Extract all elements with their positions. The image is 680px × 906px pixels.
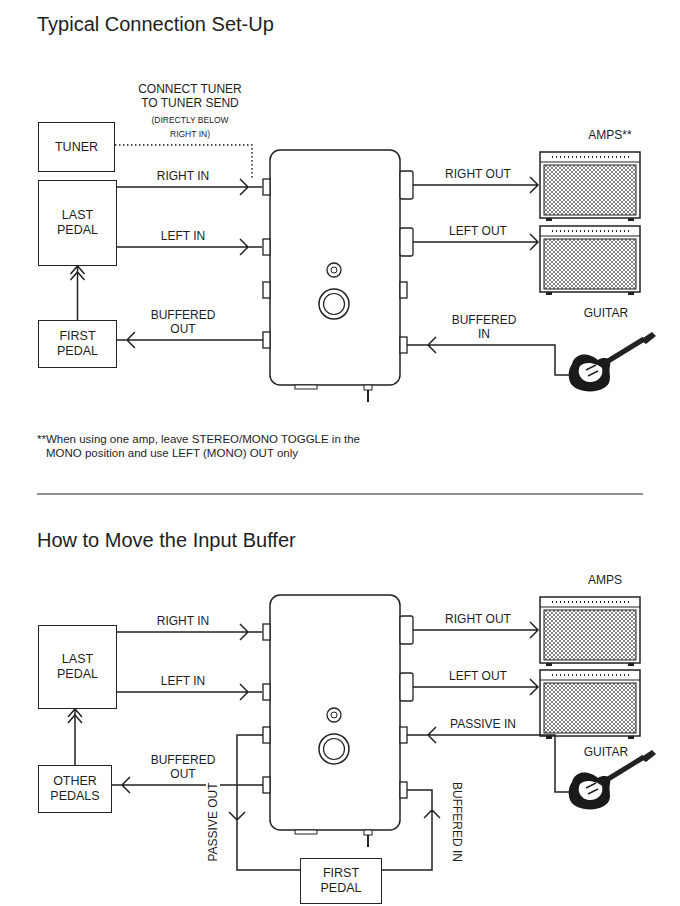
amp bbox=[540, 597, 640, 666]
pedal-unit bbox=[263, 150, 413, 402]
pedal-box: FIRST PEDAL bbox=[300, 858, 382, 904]
box-label: LAST PEDAL bbox=[45, 652, 110, 682]
pedal-box: FIRST PEDAL bbox=[38, 320, 117, 368]
pedal-box: LAST PEDAL bbox=[38, 625, 117, 709]
connector-line bbox=[74, 709, 76, 765]
box-label: FIRST PEDAL bbox=[45, 329, 110, 359]
device-label: AMPS** bbox=[588, 128, 631, 142]
callout-note: CONNECT TUNER TO TUNER SEND bbox=[136, 82, 244, 110]
pedal-box: LAST PEDAL bbox=[38, 180, 117, 266]
footnote: **When using one amp, leave STEREO/MONO … bbox=[37, 432, 376, 460]
signal-label: LEFT IN bbox=[161, 674, 205, 688]
box-label: OTHER PEDALS bbox=[45, 774, 105, 804]
signal-label: BUFFERED IN bbox=[450, 780, 464, 864]
device-label: GUITAR bbox=[584, 745, 628, 759]
signal-label: RIGHT IN bbox=[157, 169, 209, 183]
cables bbox=[115, 145, 570, 375]
box-label: LAST PEDAL bbox=[45, 208, 110, 238]
signal-label: LEFT OUT bbox=[449, 224, 507, 238]
device-label: GUITAR bbox=[584, 306, 628, 320]
signal-label: RIGHT IN bbox=[157, 614, 209, 628]
signal-label: RIGHT OUT bbox=[445, 167, 511, 181]
guitar bbox=[569, 332, 656, 391]
arrowhead bbox=[68, 709, 82, 723]
section-heading: How to Move the Input Buffer bbox=[37, 528, 296, 552]
cable bbox=[407, 727, 570, 792]
arrowhead bbox=[71, 266, 85, 280]
amp bbox=[540, 226, 640, 295]
signal-label: BUFFERED OUT bbox=[146, 308, 221, 336]
signal-label: BUFFERED IN bbox=[447, 313, 522, 341]
signal-label: LEFT IN bbox=[161, 229, 205, 243]
signal-label: PASSIVE IN bbox=[450, 717, 516, 731]
signal-label: LEFT OUT bbox=[449, 669, 507, 683]
amp bbox=[540, 152, 640, 221]
signal-label: BUFFERED OUT bbox=[146, 753, 221, 781]
cables bbox=[110, 622, 570, 870]
box-label: FIRST PEDAL bbox=[307, 866, 375, 896]
connector bbox=[68, 709, 82, 765]
cable bbox=[407, 337, 570, 375]
pedal-box: TUNER bbox=[38, 122, 115, 172]
device-label: AMPS bbox=[588, 573, 622, 587]
connector-line bbox=[77, 266, 79, 320]
signal-label: RIGHT OUT bbox=[445, 612, 511, 626]
cable bbox=[229, 735, 300, 870]
pedal-unit bbox=[263, 595, 413, 847]
pedal-box: OTHER PEDALS bbox=[38, 765, 112, 813]
signal-label: PASSIVE OUT bbox=[206, 780, 220, 863]
callout-note: (DIRECTLY BELOW RIGHT IN) bbox=[147, 113, 233, 141]
amp bbox=[540, 670, 640, 739]
diagram-title: Typical Connection Set-Up bbox=[37, 12, 274, 36]
box-label: TUNER bbox=[55, 140, 98, 155]
cable bbox=[380, 790, 440, 870]
connector bbox=[71, 266, 85, 320]
divider bbox=[37, 494, 643, 495]
